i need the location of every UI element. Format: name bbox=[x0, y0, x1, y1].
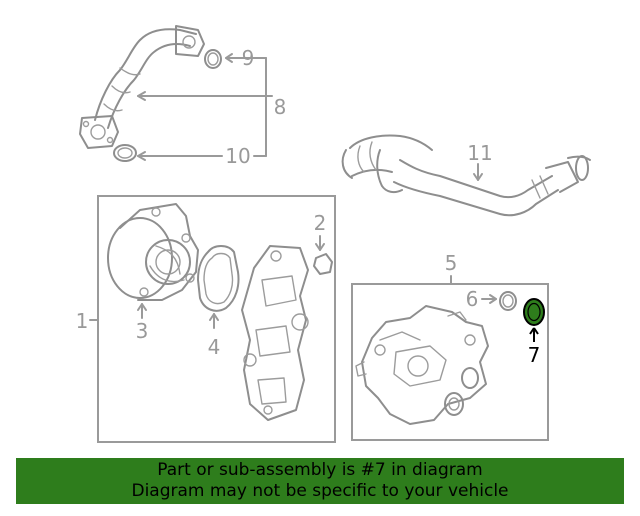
gasket-part-10 bbox=[113, 144, 137, 162]
o-ring-part-6 bbox=[499, 291, 517, 311]
leader-line-3 bbox=[137, 303, 147, 319]
thermostat-housing-part-5 bbox=[355, 305, 489, 425]
callout-9: 9 bbox=[242, 46, 255, 70]
callout-6: 6 bbox=[466, 287, 479, 311]
seal-part-2 bbox=[313, 253, 333, 275]
leader-line-7 bbox=[529, 327, 539, 342]
leader-line-6 bbox=[481, 294, 497, 304]
o-ring-part-9 bbox=[204, 49, 222, 69]
callout-5: 5 bbox=[445, 251, 458, 275]
pump-gasket-part-4 bbox=[197, 245, 240, 312]
leader-lines-upper bbox=[137, 53, 273, 161]
callout-3: 3 bbox=[136, 319, 149, 343]
group-box-5 bbox=[351, 283, 549, 441]
banner-line-2: Diagram may not be specific to your vehi… bbox=[131, 481, 509, 501]
leader-line-2 bbox=[315, 235, 325, 251]
leader-line-11 bbox=[473, 163, 483, 181]
water-pump-part-3 bbox=[107, 203, 199, 301]
banner-line-1: Part or sub-assembly is #7 in diagram bbox=[157, 460, 483, 480]
seal-ring-part-7-highlighted bbox=[523, 298, 545, 326]
upper-hose-part-8 bbox=[79, 25, 205, 149]
leader-line-4 bbox=[209, 313, 219, 329]
callout-2: 2 bbox=[314, 211, 327, 235]
callout-4: 4 bbox=[208, 335, 221, 359]
info-banner: Part or sub-assembly is #7 in diagram Di… bbox=[16, 458, 624, 504]
callout-11: 11 bbox=[467, 141, 492, 165]
housing-plate bbox=[241, 245, 309, 421]
callout-8: 8 bbox=[274, 95, 287, 119]
callout-1: 1 bbox=[76, 309, 89, 333]
callout-7: 7 bbox=[528, 343, 541, 367]
callout-10: 10 bbox=[225, 144, 250, 168]
coolant-hose-part-11 bbox=[341, 134, 591, 217]
